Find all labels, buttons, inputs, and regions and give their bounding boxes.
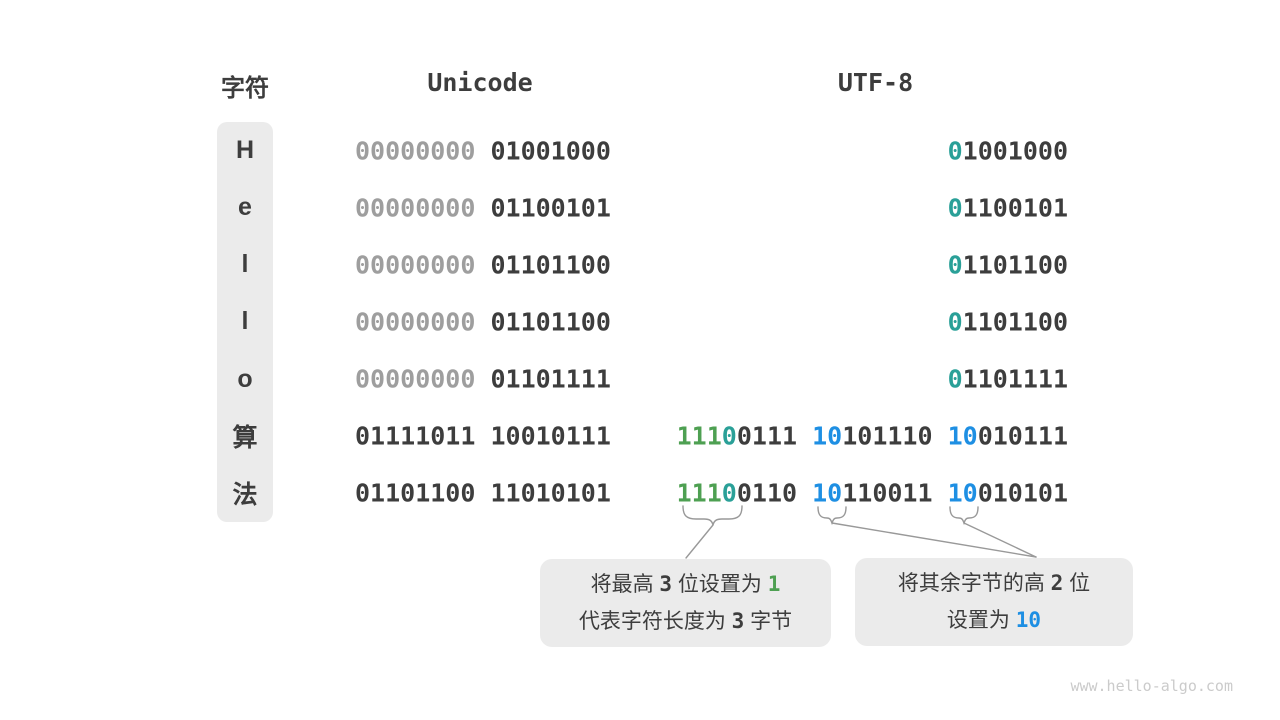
- text-segment: 00000000: [355, 307, 476, 337]
- header-character: 字符: [221, 75, 269, 102]
- text-segment: 01101100: [475, 307, 611, 337]
- unicode-binary: 00000000 01100101: [355, 193, 611, 222]
- character-cell: 法: [232, 481, 258, 510]
- text-segment: 1101111: [962, 364, 1068, 394]
- text-segment: 110011: [842, 478, 948, 508]
- character-cell: H: [235, 136, 255, 165]
- callout-text-line: 设置为 10: [947, 602, 1041, 639]
- text-segment: 2: [1050, 571, 1064, 595]
- text-segment: 10: [1015, 608, 1042, 632]
- text-segment: 01100101: [475, 193, 611, 223]
- text-segment: 10: [947, 421, 978, 451]
- text-segment: 01001000: [475, 136, 611, 166]
- text-segment: 00000000: [355, 136, 476, 166]
- character-cell: l: [241, 307, 249, 336]
- callout-text-line: 将其余字节的高 2 位: [898, 565, 1090, 602]
- unicode-binary: 01111011 10010111: [355, 422, 611, 451]
- text-segment: 01101100: [475, 250, 611, 280]
- text-segment: 1101100: [962, 307, 1068, 337]
- text-segment: 3: [659, 572, 673, 596]
- unicode-binary: 01101100 11010101: [355, 479, 611, 508]
- text-segment: 01101100 11010101: [355, 478, 611, 508]
- text-segment: 位: [1063, 572, 1091, 595]
- utf8-binary: 01001000: [948, 136, 1068, 165]
- utf8-binary: 11100110 10110011 10010101: [677, 479, 1068, 508]
- character-cell: l: [241, 250, 249, 279]
- connector-line-continuation-1: [831, 522, 1037, 558]
- watermark: www.hello-algo.com: [1070, 677, 1233, 695]
- text-segment: 00000000: [355, 364, 476, 394]
- text-segment: 3: [731, 609, 745, 633]
- text-segment: 代表字符长度为: [578, 610, 732, 633]
- text-segment: 0111: [736, 421, 813, 451]
- character-cell: 算: [232, 424, 258, 453]
- text-segment: 1101100: [962, 250, 1068, 280]
- unicode-binary: 00000000 01101111: [355, 365, 611, 394]
- header-utf8: UTF-8: [837, 68, 914, 97]
- unicode-binary: 00000000 01101100: [355, 307, 611, 336]
- text-segment: 0: [947, 136, 963, 166]
- text-segment: 字节: [744, 610, 793, 633]
- text-segment: 1: [767, 572, 781, 596]
- text-segment: 0: [947, 307, 963, 337]
- text-segment: 01101111: [475, 364, 611, 394]
- text-segment: 00000000: [355, 250, 476, 280]
- text-segment: 101110: [842, 421, 948, 451]
- text-segment: 111: [676, 478, 722, 508]
- text-segment: 010101: [977, 478, 1068, 508]
- callout-text-line: 将最高 3 位设置为 1: [591, 566, 781, 603]
- connector-line-continuation-2: [963, 522, 1037, 558]
- text-segment: 位设置为: [672, 573, 768, 596]
- text-segment: 10: [947, 478, 978, 508]
- text-segment: 0: [947, 364, 963, 394]
- text-segment: 1100101: [962, 193, 1068, 223]
- utf8-binary: 01100101: [948, 193, 1068, 222]
- utf8-binary: 11100111 10101110 10010111: [677, 422, 1068, 451]
- text-segment: 01111011 10010111: [355, 421, 611, 451]
- text-segment: 010111: [977, 421, 1068, 451]
- connector-line-leading: [685, 524, 714, 559]
- text-segment: 0110: [736, 478, 813, 508]
- unicode-binary: 00000000 01101100: [355, 250, 611, 279]
- text-segment: 0: [947, 250, 963, 280]
- unicode-binary: 00000000 01001000: [355, 136, 611, 165]
- utf8-binary: 01101100: [948, 250, 1068, 279]
- text-segment: 10: [812, 421, 843, 451]
- utf8-binary: 01101100: [948, 307, 1068, 336]
- utf8-binary: 01101111: [948, 365, 1068, 394]
- header-unicode: Unicode: [427, 68, 533, 97]
- text-segment: 设置为: [946, 609, 1016, 632]
- text-segment: 将其余字节的高: [897, 572, 1051, 595]
- callout-text-line: 代表字符长度为 3 字节: [579, 603, 792, 640]
- text-segment: 1001000: [962, 136, 1068, 166]
- text-segment: 00000000: [355, 193, 476, 223]
- text-segment: 将最高: [590, 573, 660, 596]
- text-segment: 10: [812, 478, 843, 508]
- text-segment: 0: [721, 478, 737, 508]
- character-cell: e: [238, 193, 252, 222]
- character-cell: o: [237, 364, 253, 393]
- text-segment: 0: [947, 193, 963, 223]
- text-segment: 0: [721, 421, 737, 451]
- text-segment: 111: [676, 421, 722, 451]
- callout-continuation-byte: 将其余字节的高 2 位设置为 10: [855, 558, 1133, 646]
